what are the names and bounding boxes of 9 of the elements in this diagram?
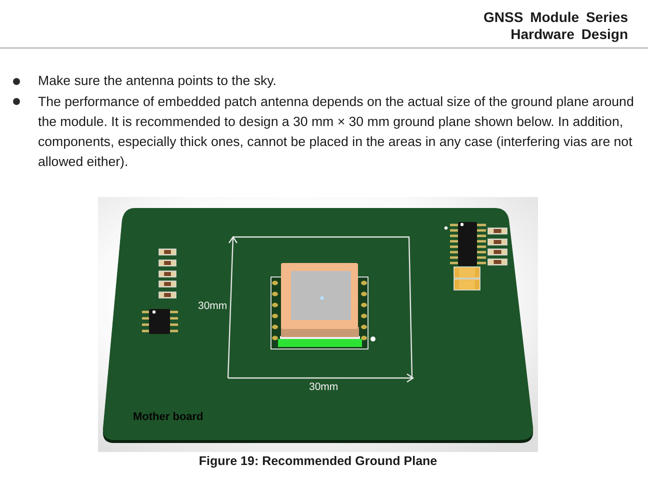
bullet-text: Make sure the antenna points to the sky.: [38, 72, 278, 90]
dimension-label: 30mm: [198, 299, 228, 313]
figure-caption: Figure 19: Recommended Ground Plane: [198, 453, 438, 469]
dimension-label: 30mm: [309, 380, 338, 394]
bullet-text: The performance of embedded patch antenna depends on the actual size of the ground plane around the module. It is recommended to design a 30 mm × 30 mm ground plane shown below. In addition, components, especially thick ones, cannot be placed in the areas in any case (interfering vias are not allowed either).: [38, 93, 635, 171]
circuit-board: [100, 205, 536, 445]
document-title: Hardware Design: [510, 26, 628, 43]
board-label: Mother board: [133, 410, 204, 424]
document-series-title: GNSS Module Series: [482, 9, 628, 26]
